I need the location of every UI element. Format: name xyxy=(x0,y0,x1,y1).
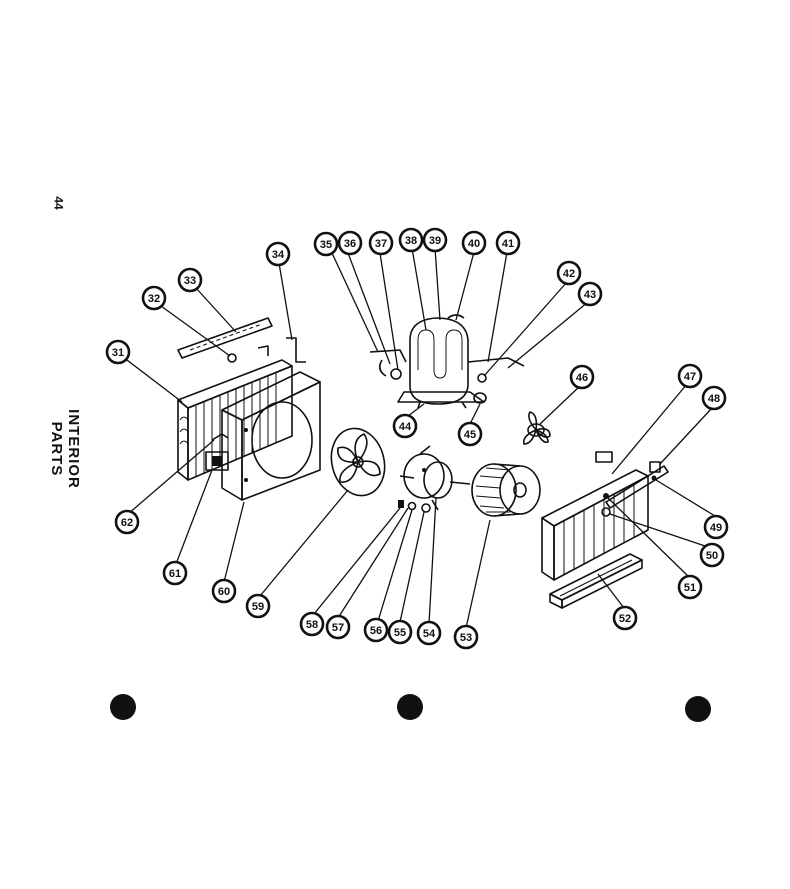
svg-text:37: 37 xyxy=(375,238,387,250)
svg-text:33: 33 xyxy=(184,275,196,287)
part-screw xyxy=(227,353,237,363)
callout-34: 34 xyxy=(265,241,291,267)
svg-text:60: 60 xyxy=(218,586,230,598)
svg-text:53: 53 xyxy=(460,632,472,644)
svg-text:40: 40 xyxy=(468,238,480,250)
svg-text:38: 38 xyxy=(405,235,417,247)
part-small-fan xyxy=(522,411,551,445)
callout-33: 33 xyxy=(177,267,203,293)
part-fan-blade xyxy=(330,427,386,497)
callout-51: 51 xyxy=(677,574,703,600)
callout-46: 46 xyxy=(569,364,595,390)
svg-text:43: 43 xyxy=(584,289,596,301)
callout-47: 47 xyxy=(677,363,703,389)
callout-42: 42 xyxy=(556,260,582,286)
callout-59: 59 xyxy=(245,593,271,619)
svg-text:50: 50 xyxy=(706,550,718,562)
part-fan-motor xyxy=(399,445,471,511)
callout-53: 53 xyxy=(453,624,479,650)
callout-48: 48 xyxy=(701,385,727,411)
svg-text:42: 42 xyxy=(563,268,575,280)
punch-hole-right xyxy=(685,696,711,722)
callout-50: 50 xyxy=(699,542,725,568)
callout-36: 36 xyxy=(337,230,363,256)
svg-text:57: 57 xyxy=(332,622,344,634)
callout-31: 31 xyxy=(105,339,131,365)
svg-text:45: 45 xyxy=(464,429,476,441)
callout-61: 61 xyxy=(162,560,188,586)
part-drain-pan xyxy=(549,553,643,609)
part-hardware xyxy=(398,500,431,513)
svg-text:62: 62 xyxy=(121,517,133,529)
callout-55: 55 xyxy=(387,619,413,645)
callout-56: 56 xyxy=(363,617,389,643)
callout-43: 43 xyxy=(577,281,603,307)
part-compressor xyxy=(369,314,525,409)
callout-39: 39 xyxy=(422,227,448,253)
svg-text:56: 56 xyxy=(370,625,382,637)
callout-40: 40 xyxy=(461,230,487,256)
callout-38: 38 xyxy=(398,227,424,253)
callout-35: 35 xyxy=(313,231,339,257)
part-bracket xyxy=(257,337,306,363)
part-mounting-bracket xyxy=(601,461,669,517)
svg-text:61: 61 xyxy=(169,568,181,580)
part-blower-wheel xyxy=(471,463,541,517)
punch-hole-left xyxy=(110,694,136,720)
svg-text:35: 35 xyxy=(320,239,332,251)
callout-58: 58 xyxy=(299,611,325,637)
part-evaporator-coil xyxy=(177,359,293,481)
svg-text:39: 39 xyxy=(429,235,441,247)
punch-hole-center xyxy=(397,694,423,720)
part-indoor-coil xyxy=(541,451,649,581)
svg-text:54: 54 xyxy=(423,628,436,640)
callout-45: 45 xyxy=(457,421,483,447)
svg-text:59: 59 xyxy=(252,601,264,613)
svg-text:49: 49 xyxy=(710,522,722,534)
callout-62: 62 xyxy=(114,509,140,535)
callout-32: 32 xyxy=(141,285,167,311)
part-control-box xyxy=(205,451,229,471)
svg-text:31: 31 xyxy=(112,347,124,359)
svg-text:41: 41 xyxy=(502,238,514,250)
svg-text:48: 48 xyxy=(708,393,720,405)
callout-52: 52 xyxy=(612,605,638,631)
svg-text:47: 47 xyxy=(684,371,696,383)
svg-text:36: 36 xyxy=(344,238,356,250)
svg-text:51: 51 xyxy=(684,582,696,594)
callout-41: 41 xyxy=(495,230,521,256)
callout-57: 57 xyxy=(325,614,351,640)
leader-lines xyxy=(126,247,716,629)
callout-60: 60 xyxy=(211,578,237,604)
svg-text:34: 34 xyxy=(272,249,285,261)
svg-text:46: 46 xyxy=(576,372,588,384)
callout-44: 44 xyxy=(392,413,418,439)
svg-text:44: 44 xyxy=(399,421,412,433)
part-fan-shroud xyxy=(221,371,321,501)
callout-49: 49 xyxy=(703,514,729,540)
part-top-bar xyxy=(177,317,273,359)
callout-37: 37 xyxy=(368,230,394,256)
svg-text:58: 58 xyxy=(306,619,318,631)
svg-text:52: 52 xyxy=(619,613,631,625)
svg-text:32: 32 xyxy=(148,293,160,305)
svg-text:55: 55 xyxy=(394,627,406,639)
callout-54: 54 xyxy=(416,620,442,646)
